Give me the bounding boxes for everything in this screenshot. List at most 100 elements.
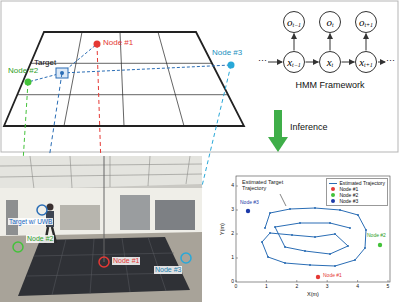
tick-marks bbox=[296, 280, 297, 282]
tick-label: 3 bbox=[231, 207, 234, 213]
tick-marks bbox=[327, 280, 328, 282]
tick-marks bbox=[236, 186, 238, 187]
room-photo bbox=[30, 156, 34, 189]
state-subscript: t+1 bbox=[364, 62, 373, 68]
state-circle: xt+1 bbox=[355, 51, 377, 73]
ellipsis: ··· bbox=[258, 55, 267, 65]
room-photo bbox=[148, 237, 166, 291]
legend-row: Node #3 bbox=[329, 198, 385, 204]
tick-label: 0 bbox=[235, 284, 238, 290]
plot-annotation: Estimated Target Trajectory bbox=[242, 179, 288, 192]
room-photo bbox=[148, 156, 150, 186]
tick-label: 2 bbox=[295, 284, 298, 290]
legend-swatch bbox=[331, 199, 335, 203]
legend-swatch bbox=[329, 183, 337, 184]
transition-arrow bbox=[306, 62, 319, 63]
tick-marks bbox=[357, 280, 358, 282]
legend-text: Estimated Trajectory bbox=[339, 181, 385, 186]
panel-title: HMM Framework bbox=[296, 80, 365, 90]
node-label: Node #3 bbox=[212, 48, 242, 57]
plot-node-label: Node #1 bbox=[323, 273, 342, 279]
transition-arrow bbox=[294, 34, 295, 51]
photo-label: Node #2 bbox=[26, 235, 54, 243]
chain-arrows bbox=[268, 62, 282, 63]
tick-marks bbox=[388, 280, 389, 282]
trajectory-line bbox=[262, 208, 366, 266]
photo-markers bbox=[13, 242, 23, 252]
photo-markers bbox=[99, 257, 109, 267]
inference-arrow bbox=[268, 110, 288, 152]
anchor-dot bbox=[228, 62, 235, 69]
plot-node-dot bbox=[378, 243, 382, 247]
state-symbol: x bbox=[359, 57, 364, 68]
tick-marks bbox=[236, 258, 238, 259]
room-photo bbox=[120, 195, 150, 230]
legend-text: Node #1 bbox=[339, 187, 358, 192]
tick-label: 4 bbox=[356, 284, 359, 290]
room-photo bbox=[0, 156, 202, 302]
photo-markers bbox=[13, 205, 191, 267]
tick-marks bbox=[236, 210, 238, 211]
state-circle: ot bbox=[319, 11, 341, 33]
plot-node-dot bbox=[246, 209, 250, 213]
ellipsis: ··· bbox=[386, 55, 395, 65]
state-symbol: o bbox=[287, 17, 293, 28]
anchor-dot bbox=[94, 41, 101, 48]
state-circle: ot−1 bbox=[283, 11, 305, 33]
photo-markers bbox=[181, 253, 191, 263]
axis-title: Y(m) bbox=[219, 223, 225, 235]
room-photo bbox=[0, 156, 202, 189]
range-lines bbox=[28, 44, 231, 82]
tick-label: 2 bbox=[231, 231, 234, 237]
node-label: Node #2 bbox=[8, 66, 38, 75]
room-photo bbox=[155, 200, 195, 230]
tick-label: 5 bbox=[387, 284, 390, 290]
anchor-dot bbox=[25, 79, 32, 86]
floor-grid bbox=[31, 63, 212, 64]
room-photo bbox=[60, 205, 100, 230]
floor-grid bbox=[17, 94, 228, 95]
tick-marks bbox=[266, 280, 267, 282]
room-photo bbox=[90, 239, 94, 294]
legend-swatch bbox=[331, 187, 335, 191]
axis-title: X(m) bbox=[307, 291, 319, 297]
transition-arrow bbox=[366, 34, 367, 51]
legend-text: Node #2 bbox=[339, 193, 358, 198]
legend-row: Node #2 bbox=[329, 192, 385, 198]
plot-axes bbox=[236, 176, 390, 282]
plot-node-label: Node #3 bbox=[240, 200, 259, 206]
chain-arrows bbox=[378, 62, 385, 63]
photo-label: Target w/ UWB bbox=[8, 218, 53, 225]
room-photo bbox=[52, 239, 66, 295]
state-subscript: t bbox=[332, 22, 334, 28]
state-symbol: o bbox=[359, 17, 365, 28]
state-symbol: x bbox=[287, 57, 292, 68]
state-subscript: t−1 bbox=[292, 62, 301, 68]
tick-marks bbox=[236, 234, 238, 235]
state-subscript: t bbox=[332, 62, 334, 68]
room-photo bbox=[70, 156, 72, 188]
legend-text: Node #3 bbox=[339, 199, 358, 204]
transition-arrow bbox=[342, 62, 355, 63]
tick-label: 1 bbox=[265, 284, 268, 290]
room-photo bbox=[0, 232, 202, 302]
legend-box: Estimated TrajectoryNode #1Node #2Node #… bbox=[326, 178, 388, 206]
photo-markers bbox=[37, 205, 47, 215]
photo-label: Node #1 bbox=[112, 257, 140, 265]
legend-row: Estimated Trajectory bbox=[329, 180, 385, 186]
inference-arrow bbox=[268, 137, 288, 152]
state-circle: xt−1 bbox=[283, 51, 305, 73]
plot-node-label: Node #2 bbox=[367, 233, 386, 239]
state-circle: ot+1 bbox=[355, 11, 377, 33]
state-subscript: t+1 bbox=[364, 22, 373, 28]
legend-swatch bbox=[331, 193, 335, 197]
state-circle: xt bbox=[319, 51, 341, 73]
plot-node-dot bbox=[316, 275, 320, 279]
photo-label: Node #3 bbox=[154, 266, 182, 274]
floor-grid bbox=[158, 32, 184, 126]
room-photo bbox=[110, 156, 111, 187]
panel-frame bbox=[1, 1, 398, 152]
